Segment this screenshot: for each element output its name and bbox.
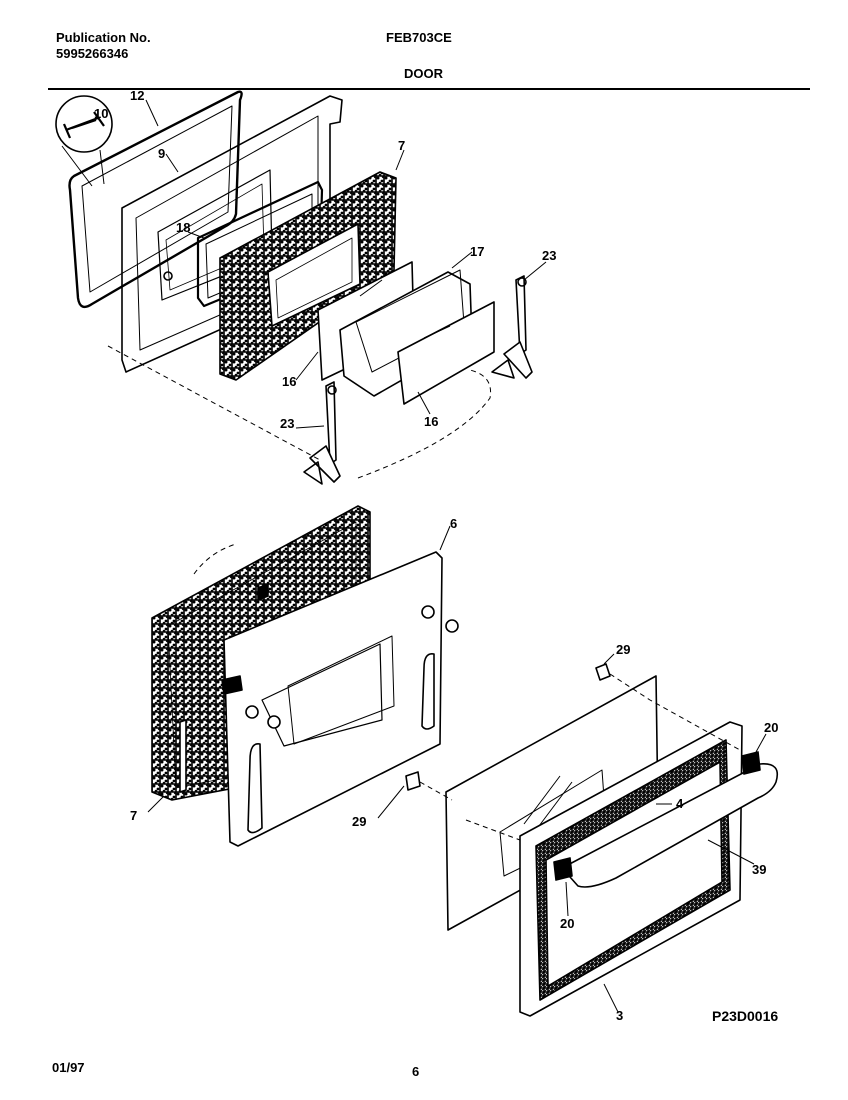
callout-23-left: 23 <box>280 416 294 431</box>
model-number: FEB703CE <box>386 30 452 45</box>
publication-label: Publication No. <box>56 30 151 45</box>
page-number: 6 <box>412 1064 420 1079</box>
callout-12: 12 <box>130 88 144 103</box>
callout-7-lower: 7 <box>130 808 137 823</box>
footer-date: 01/97 <box>52 1060 85 1075</box>
figure-code: P23D0016 <box>712 1008 779 1024</box>
publication-number: 5995266346 <box>56 46 129 61</box>
hinge-right <box>491 275 533 379</box>
callout-18: 18 <box>176 220 190 235</box>
callout-17: 17 <box>470 244 484 259</box>
callout-20-right: 20 <box>764 720 778 735</box>
callout-7-upper: 7 <box>398 138 405 153</box>
door-handle <box>561 763 779 888</box>
callout-29-left: 29 <box>352 814 366 829</box>
callout-23-right: 23 <box>542 248 556 263</box>
door-gasket <box>68 90 243 309</box>
callout-16-right: 16 <box>424 414 438 429</box>
callout-39: 39 <box>752 862 766 877</box>
callout-6: 6 <box>450 516 457 531</box>
callout-20-lower: 20 <box>560 916 574 931</box>
header-rule <box>48 88 810 90</box>
door-liner <box>223 551 443 847</box>
callout-4: 4 <box>676 796 684 811</box>
hinge-left <box>303 381 341 485</box>
callout-9: 9 <box>158 146 165 161</box>
callout-29-right: 29 <box>616 642 630 657</box>
inner-door-panel <box>121 95 343 373</box>
callout-16-left: 16 <box>282 374 296 389</box>
screw-detail <box>55 95 113 187</box>
window-glass-pack <box>317 261 495 405</box>
callout-10: 10 <box>94 106 108 121</box>
section-title: DOOR <box>404 66 443 81</box>
callout-3: 3 <box>616 1008 623 1023</box>
